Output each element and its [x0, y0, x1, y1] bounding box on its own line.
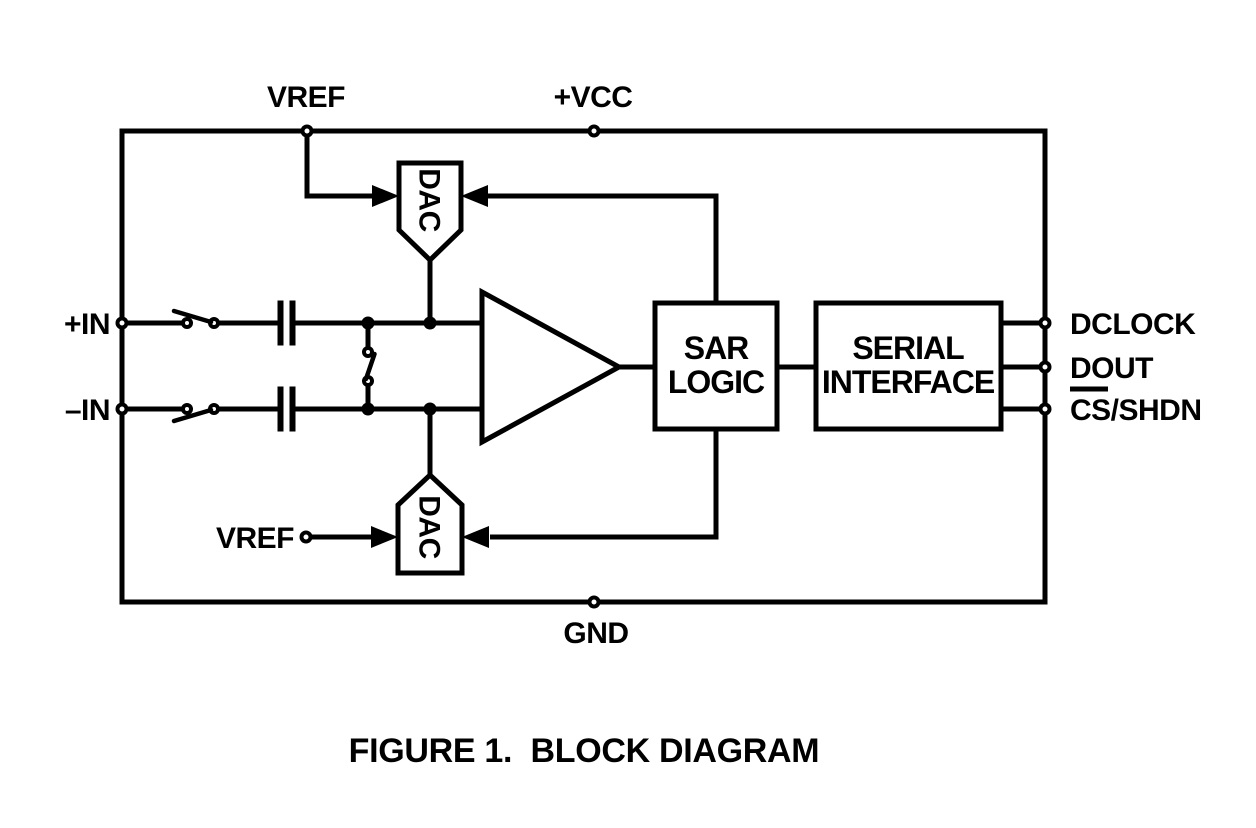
junction-dot	[423, 402, 437, 416]
sar-logic-block: SAR LOGIC	[652, 300, 780, 432]
gnd-label: GND	[563, 617, 628, 650]
dac-top-feedback-wire	[488, 193, 719, 303]
switch-lever	[363, 351, 377, 382]
serial-interface-block: SERIAL INTERFACE	[813, 300, 1004, 432]
vcc-label: +VCC	[554, 81, 633, 114]
junction-dot	[423, 316, 437, 330]
in-neg-switch	[171, 403, 220, 424]
vref-top-pin	[300, 124, 314, 138]
sampling-switch	[362, 346, 377, 387]
pin-terminals	[115, 124, 1052, 609]
vref-bottom-label: VREF	[216, 522, 294, 555]
arrowhead-into-dac-top-right	[461, 185, 488, 207]
serial-interface-label-line1: SERIAL	[852, 330, 964, 366]
dac-top-shape	[396, 160, 464, 264]
switch-lever	[171, 308, 214, 325]
sar-logic-shape	[652, 300, 780, 432]
comparator	[479, 287, 625, 447]
in-neg-label: –IN	[65, 394, 110, 427]
in-pos-pin	[115, 316, 129, 330]
dout-label: DOUT	[1070, 352, 1153, 385]
gnd-pin	[587, 595, 601, 609]
junction-dot	[361, 316, 375, 330]
dac-bottom-label: DAC	[413, 495, 446, 559]
cs-shdn-label: CS/SHDN	[1070, 394, 1202, 427]
arrowhead-into-dac-bottom-right	[462, 526, 489, 548]
dac-top-block: DAC	[396, 160, 464, 264]
switch-lever	[171, 407, 214, 424]
switch-contact	[181, 317, 193, 329]
vref-top-feed-wire	[304, 131, 372, 199]
dac-bottom-shape	[395, 471, 465, 576]
serial-interface-label-line2: INTERFACE	[822, 364, 995, 400]
arrowheads	[371, 185, 489, 548]
arrowhead-into-dac-top-left	[372, 185, 399, 207]
junction-dot	[361, 402, 375, 416]
pin-labels: VREF +VCC +IN –IN GND DCLOCK DOUT CS/SHD…	[64, 81, 1202, 650]
in-neg-pin	[115, 402, 129, 416]
serial-interface-shape	[813, 300, 1004, 432]
dac-bottom-block: DAC	[395, 471, 465, 576]
arrowhead-into-dac-bottom-left	[371, 526, 398, 548]
vref-top-label: VREF	[267, 81, 345, 114]
sar-logic-label-line1: SAR	[684, 330, 749, 366]
dac-top-label: DAC	[413, 168, 446, 232]
junction-dots	[361, 316, 437, 416]
in-pos-switch	[171, 308, 220, 329]
sampling-capacitors	[277, 300, 296, 432]
vref-bottom-pin	[299, 530, 313, 544]
dclock-label: DCLOCK	[1070, 308, 1196, 341]
switch-contact	[181, 403, 193, 415]
vcc-pin	[587, 124, 601, 138]
in-pos-label: +IN	[64, 308, 110, 341]
dac-bottom-feedback-wire	[490, 429, 719, 540]
dclock-pin	[1038, 316, 1052, 330]
dout-pin	[1038, 360, 1052, 374]
switch-contact	[362, 346, 374, 358]
figure-caption: FIGURE 1. BLOCK DIAGRAM	[349, 732, 820, 770]
sar-logic-label-line2: LOGIC	[668, 364, 765, 400]
cs-shdn-pin	[1038, 402, 1052, 416]
